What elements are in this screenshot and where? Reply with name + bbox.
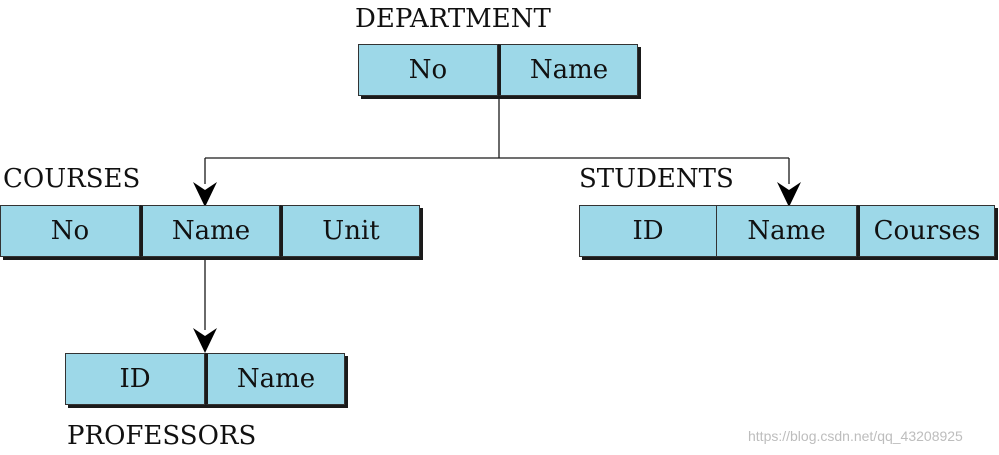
courses-field-no: No (0, 205, 140, 257)
professors-field-name: Name (205, 353, 345, 405)
department-title: DEPARTMENT (355, 4, 551, 34)
courses-field-name: Name (140, 205, 280, 257)
professors-field-id: ID (65, 353, 205, 405)
professors-record: ID Name (65, 353, 345, 405)
courses-field-unit: Unit (280, 205, 420, 257)
arrowhead-professors (193, 328, 217, 353)
department-record: No Name (358, 44, 638, 96)
watermark-url: https://blog.csdn.net/qq_43208925 (748, 428, 963, 444)
arrowhead-courses (193, 182, 217, 207)
department-field-name: Name (498, 44, 638, 96)
courses-title: COURSES (3, 164, 141, 194)
students-field-id: ID (579, 205, 717, 257)
professors-title: PROFESSORS (67, 421, 257, 451)
students-field-name: Name (717, 205, 857, 257)
courses-record: No Name Unit (0, 205, 420, 257)
arrowhead-students (777, 182, 801, 207)
students-record: ID Name Courses (579, 205, 995, 257)
students-field-courses: Courses (857, 205, 995, 257)
students-title: STUDENTS (579, 164, 734, 194)
department-field-no: No (358, 44, 498, 96)
department-branch-line (205, 98, 789, 159)
